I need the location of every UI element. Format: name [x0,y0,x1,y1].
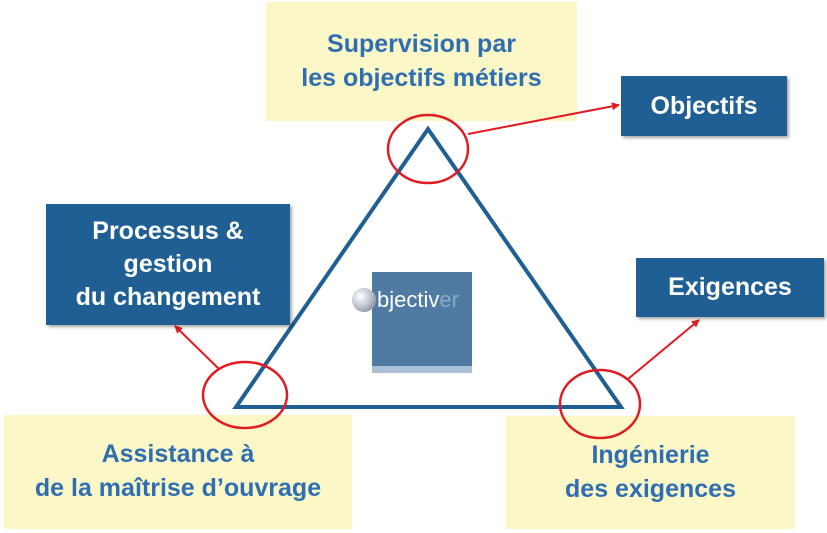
logo-o-sphere-icon [352,288,376,312]
box-objectifs-label: Objectifs [650,91,758,120]
triangle-shape [232,125,625,409]
box-processus-line-1: Processus & [92,217,244,245]
arrow-to-exigences [627,319,700,380]
note-supervision-line-1: Supervision par [327,29,516,58]
highlight-circle-top [386,113,470,185]
logo-text-main: bjectiv [377,287,440,312]
note-assistance-line-1: Assistance à [101,440,255,469]
box-processus-line-2: gestion [123,250,213,278]
box-objectifs: Objectifs [621,76,787,136]
logo-square [372,272,472,366]
logo-bar [372,366,472,373]
box-processus-line-3: du changement [75,283,261,311]
note-supervision: Supervision par les objectifs métiers [266,2,577,121]
highlight-circle-left [201,360,289,430]
highlight-circle-right [558,368,642,440]
note-assistance-line-2: de la maîtrise d’ouvrage [34,474,322,502]
note-assistance: Assistance à de la maîtrise d’ouvrage [4,415,352,529]
arrow-to-objectifs [467,102,620,135]
box-processus: Processus & gestion du changement [46,204,290,325]
note-supervision-line-2: les objectifs métiers [301,63,542,92]
arrow-to-processus [174,325,220,370]
box-exigences: Exigences [636,258,824,317]
note-ingenierie-line-1: Ingénierie [591,440,710,469]
note-ingenierie: Ingénierie des exigences [506,416,795,529]
logo-text-end: er [439,287,459,312]
box-exigences-label: Exigences [668,273,792,301]
note-ingenierie-line-2: des exigences [565,474,736,503]
objectiver-logo: bjectiv er [352,283,459,317]
